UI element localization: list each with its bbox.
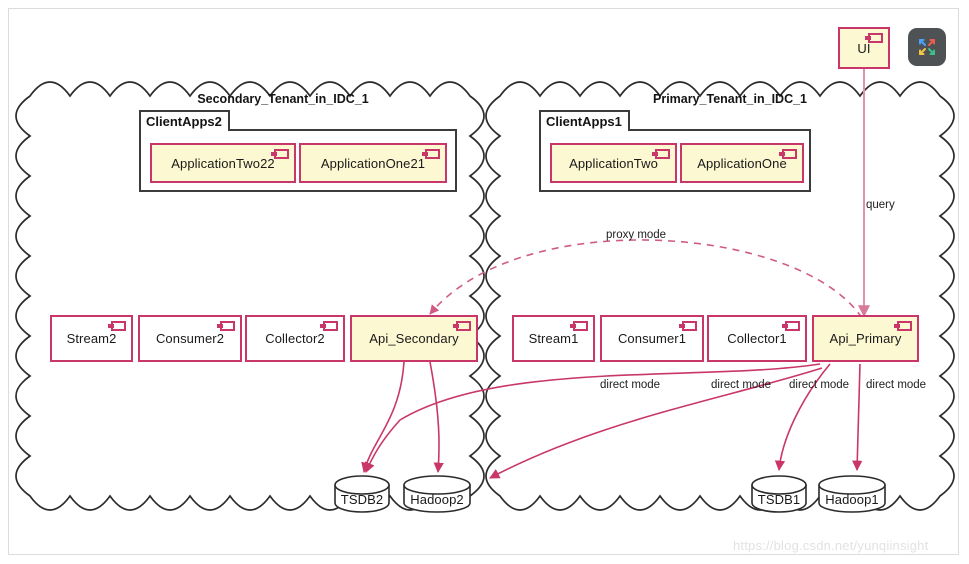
edge-proxy-mode: [429, 239, 863, 319]
edge-label-direct-mode-4: direct mode: [866, 379, 927, 391]
component-stream1[interactable]: Stream1: [512, 315, 595, 362]
uml-component-icon: [894, 321, 912, 331]
component-api-primary-label: Api_Primary: [829, 331, 902, 346]
edge-api-secondary-to-hadoop2: [429, 361, 444, 474]
db-hadoop1[interactable]: Hadoop1: [819, 488, 885, 510]
component-collector2[interactable]: Collector2: [245, 315, 345, 362]
package-clientapps1-tab: ClientApps1: [539, 110, 630, 131]
uml-component-icon: [217, 321, 235, 331]
component-ui[interactable]: UI: [838, 27, 890, 69]
edge-api-primary-to-hadoop2: [489, 367, 823, 479]
component-consumer1-label: Consumer1: [617, 331, 687, 346]
uml-component-icon: [271, 149, 289, 159]
package-clientapps1: ClientApps1 ApplicationTwo ApplicationOn…: [539, 110, 811, 192]
db-tsdb2-shape: [334, 475, 390, 513]
edge-label-proxy-mode: proxy mode: [606, 229, 667, 241]
fullscreen-button[interactable]: [908, 28, 946, 66]
db-tsdb1-label: TSDB1: [757, 491, 801, 507]
component-collector1-label: Collector1: [727, 331, 787, 346]
uml-component-icon: [865, 33, 883, 43]
edge-label-query: query: [866, 199, 895, 211]
uml-component-icon: [570, 321, 588, 331]
cloud-title-primary: Primary_Tenant_in_IDC_1: [653, 92, 807, 106]
component-applicationone21-label: ApplicationOne21: [320, 155, 426, 171]
component-stream1-label: Stream1: [528, 331, 579, 346]
db-tsdb2[interactable]: TSDB2: [335, 488, 389, 510]
db-hadoop1-label: Hadoop1: [825, 491, 879, 507]
component-stream2-label: Stream2: [66, 331, 117, 346]
edge-label-direct-mode-3: direct mode: [789, 379, 850, 391]
component-consumer2-label: Consumer2: [155, 331, 225, 346]
component-ui-label: UI: [857, 40, 871, 56]
uml-component-icon: [652, 149, 670, 159]
cloud-title-secondary: Secondary_Tenant_in_IDC_1: [197, 92, 369, 106]
package-clientapps2-tab: ClientApps2: [139, 110, 230, 131]
component-applicationone21[interactable]: ApplicationOne21: [299, 143, 447, 183]
watermark: https://blog.csdn.net/yunqiinsight: [733, 538, 929, 553]
db-tsdb1[interactable]: TSDB1: [752, 488, 806, 510]
uml-component-icon: [320, 321, 338, 331]
collapse-arrows-icon: [919, 39, 935, 55]
component-api-primary[interactable]: Api_Primary: [812, 315, 919, 362]
package-clientapps2: ClientApps2 ApplicationTwo22 Application…: [139, 110, 457, 192]
edge-api-primary-to-hadoop1: [852, 363, 863, 472]
component-stream2[interactable]: Stream2: [50, 315, 133, 362]
component-applicationtwo22-label: ApplicationTwo22: [171, 155, 275, 171]
component-applicationtwo-label: ApplicationTwo: [569, 155, 658, 171]
component-collector1[interactable]: Collector1: [707, 315, 807, 362]
uml-component-icon: [779, 149, 797, 159]
component-consumer1[interactable]: Consumer1: [600, 315, 704, 362]
db-tsdb2-label: TSDB2: [340, 491, 384, 507]
db-tsdb1-shape: [751, 475, 807, 513]
uml-component-icon: [782, 321, 800, 331]
uml-component-icon: [679, 321, 697, 331]
edge-api-primary-to-tsdb1: [774, 363, 831, 472]
edge-label-direct-mode-1: direct mode: [600, 379, 661, 391]
edge-label-direct-mode-2: direct mode: [711, 379, 772, 391]
component-applicationone-label: ApplicationOne: [697, 155, 787, 171]
component-applicationtwo22[interactable]: ApplicationTwo22: [150, 143, 296, 183]
db-hadoop1-shape: [818, 475, 886, 513]
db-hadoop2-shape: [403, 475, 471, 513]
component-collector2-label: Collector2: [265, 331, 325, 346]
db-hadoop2[interactable]: Hadoop2: [404, 488, 470, 510]
package-clientapps1-label: ClientApps1: [546, 114, 622, 129]
uml-component-icon: [422, 149, 440, 159]
component-applicationone[interactable]: ApplicationOne: [680, 143, 804, 183]
package-clientapps2-label: ClientApps2: [146, 114, 222, 129]
component-consumer2[interactable]: Consumer2: [138, 315, 242, 362]
edge-api-primary-to-tsdb2: [364, 363, 821, 473]
uml-component-icon: [108, 321, 126, 331]
uml-component-icon: [453, 321, 471, 331]
component-api-secondary-label: Api_Secondary: [369, 331, 459, 346]
component-applicationtwo[interactable]: ApplicationTwo: [550, 143, 677, 183]
db-hadoop2-label: Hadoop2: [410, 491, 464, 507]
component-api-secondary[interactable]: Api_Secondary: [350, 315, 478, 362]
